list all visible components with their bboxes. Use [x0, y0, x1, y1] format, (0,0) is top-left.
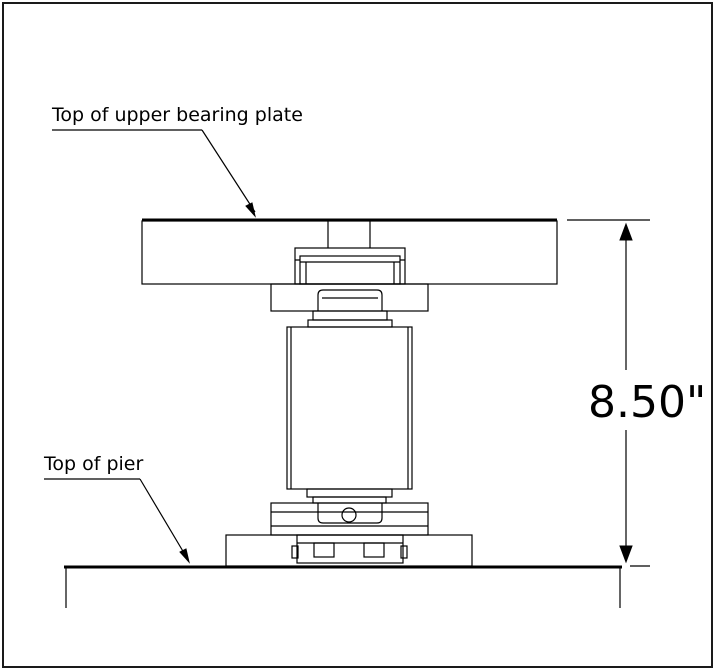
lower-coupling — [270, 488, 429, 536]
pier — [64, 565, 622, 608]
upper-bearing-plate — [141, 218, 558, 285]
dimension-value: 8.50" — [588, 377, 706, 428]
dimension-line — [567, 219, 650, 567]
leader-upper-plate — [52, 129, 256, 218]
upper-flange — [270, 283, 429, 328]
base-plate — [225, 534, 473, 567]
label-upper-bearing-plate: Top of upper bearing plate — [51, 104, 303, 126]
label-top-of-pier: Top of pier — [43, 453, 143, 475]
leader-pier — [44, 478, 190, 564]
cylinder-body — [286, 326, 413, 490]
